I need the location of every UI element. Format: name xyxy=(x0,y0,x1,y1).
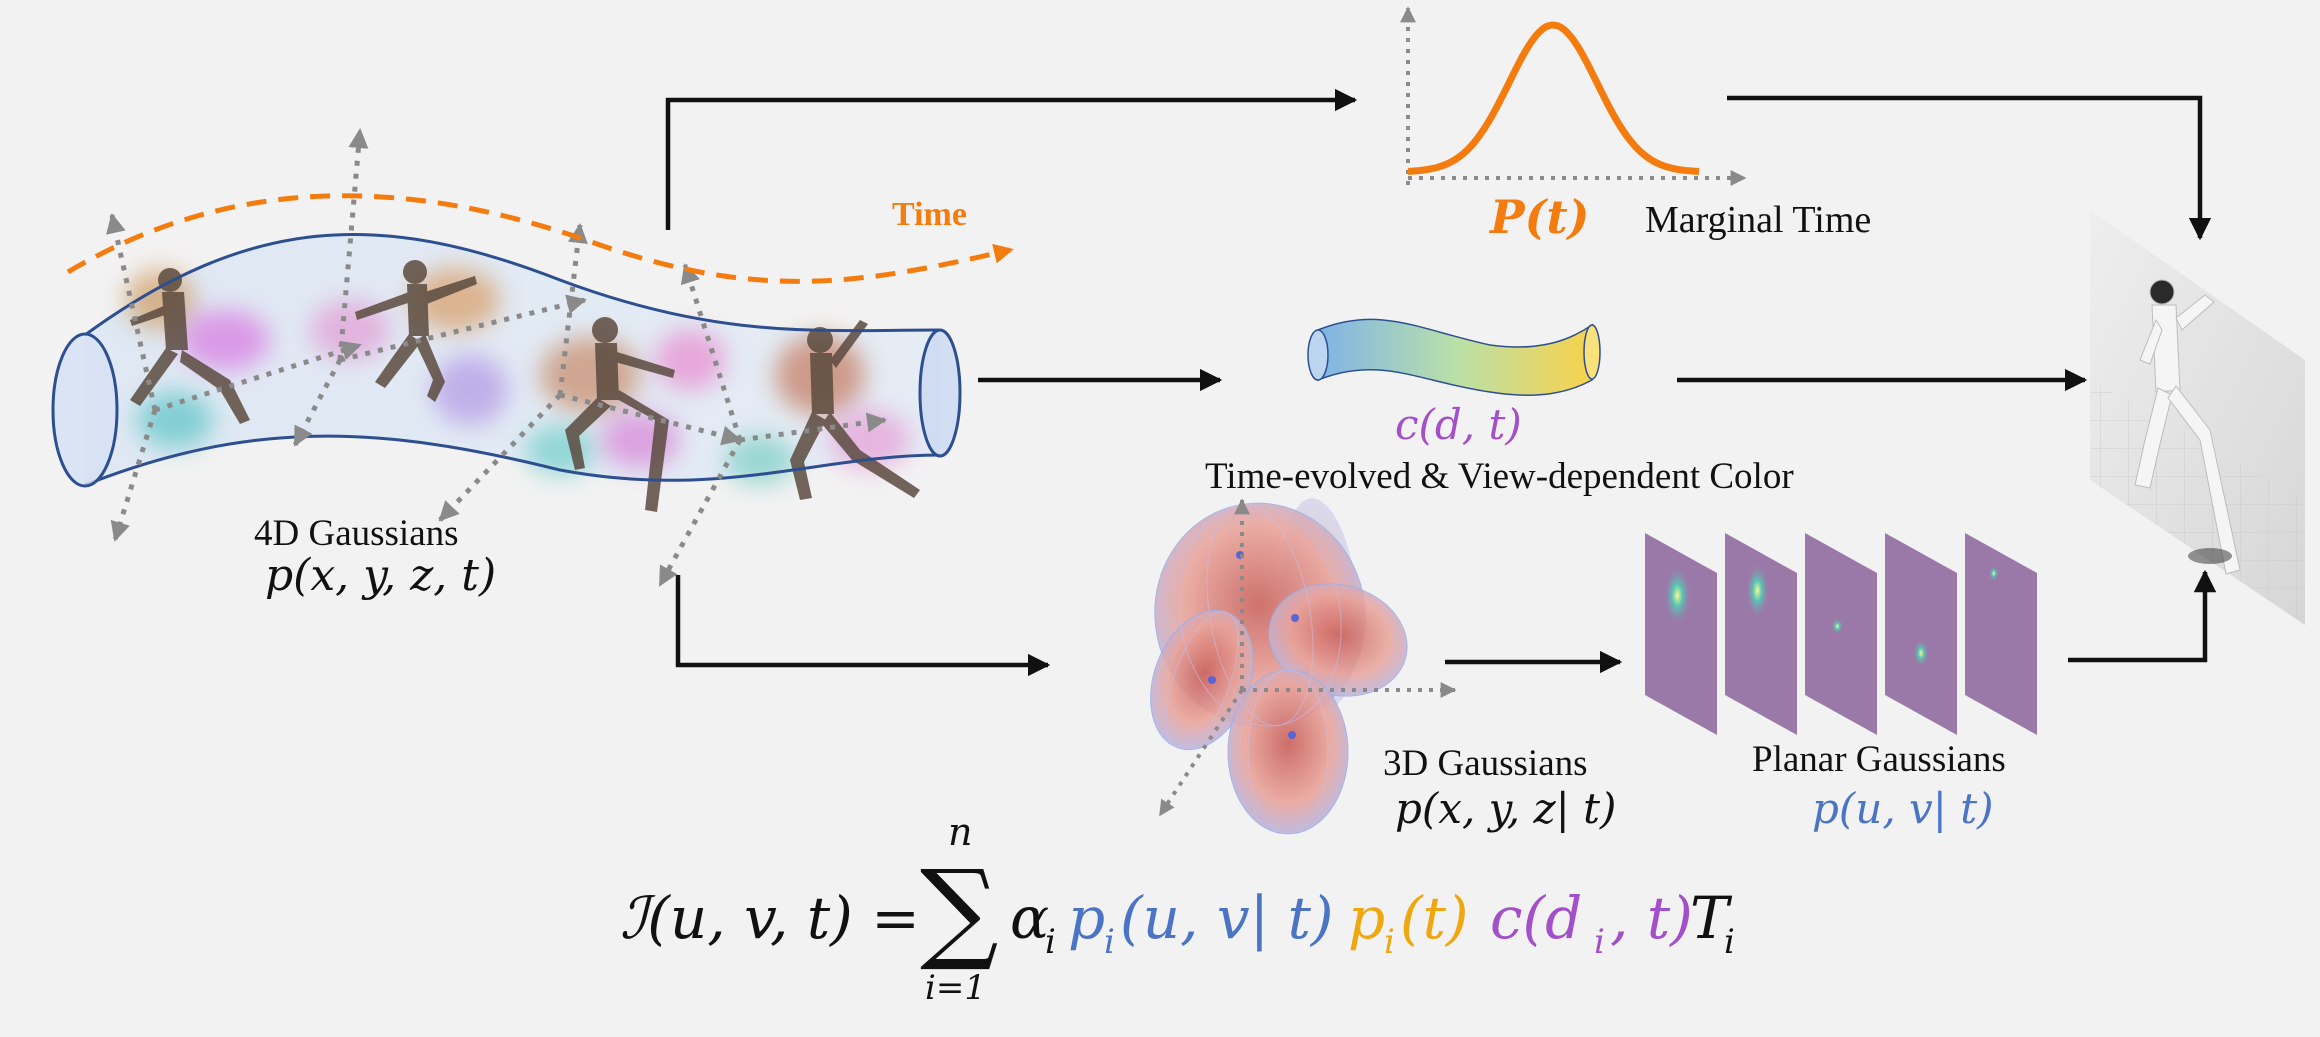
tube-4d xyxy=(51,233,962,512)
planar-gaussian-spot xyxy=(1831,618,1844,635)
gaussians-4d-label: 4D Gaussians xyxy=(254,513,459,554)
time-arrow xyxy=(66,193,1014,284)
planar-panel xyxy=(1805,533,1877,735)
rendered-image xyxy=(2090,210,2305,625)
ellipsoids-3d xyxy=(1150,498,1457,835)
gaussians-4d-function: p(x, y, z, t) xyxy=(265,550,497,601)
formula-sum-bottom: i=1 xyxy=(925,968,986,1008)
flow-arrows xyxy=(665,88,2217,677)
formula-T: T xyxy=(1690,884,1729,952)
marginal-time-function: P(t) xyxy=(1490,190,1590,244)
tube-dotted-axes xyxy=(106,128,887,587)
arrow-to-3d-gaussians xyxy=(675,575,1051,677)
planar-panel xyxy=(1645,533,1717,735)
gaussians-3d-function: p(x, y, z| t) xyxy=(1395,784,1617,833)
formula-p-t-args: (t) xyxy=(1400,884,1469,952)
planar-panel xyxy=(1965,533,2037,735)
planar-gaussian-spot xyxy=(1745,562,1770,619)
formula-c-close: , t) xyxy=(1610,884,1693,952)
planar-gaussian-spot xyxy=(1663,565,1692,626)
formula-p-uv: p xyxy=(1068,884,1106,952)
formula-p-uv-sub: i xyxy=(1104,922,1115,962)
formula-alpha: α xyxy=(1010,884,1050,952)
arrow-planar-to-render xyxy=(2068,569,2217,663)
planar-panel xyxy=(1725,533,1797,735)
planar-gaussian-spot xyxy=(1913,639,1929,668)
marginal-time-curve xyxy=(1407,21,1700,175)
formula-T-sub: i xyxy=(1724,922,1735,962)
formula-alpha-sub: i xyxy=(1045,922,1056,962)
arrow-to-marginal-time xyxy=(665,88,1358,230)
gaussians-3d-label: 3D Gaussians xyxy=(1383,743,1588,784)
formula-c-sub: i xyxy=(1594,922,1605,962)
planar-gaussians-function: p(u, v| t) xyxy=(1812,784,1994,833)
rendered-runner xyxy=(2134,279,2241,575)
rendering-formula: ℐ(u, v, t) = n ∑ i=1 α i p i (u, v| t) p… xyxy=(620,810,1735,1020)
time-label: Time xyxy=(892,196,967,233)
formula-c-open: c(d xyxy=(1490,884,1583,952)
tube-left-cap xyxy=(51,332,119,488)
formula-sum-top: n xyxy=(948,810,973,854)
formula-p-uv-args: (u, v| t) xyxy=(1120,884,1334,952)
tube-right-cap xyxy=(918,328,962,458)
color-function: c(d, t) xyxy=(1395,400,1522,449)
formula-sum-sign: ∑ xyxy=(920,846,999,974)
planar-panel xyxy=(1885,533,1957,735)
color-description: Time-evolved & View-dependent Color xyxy=(1205,456,1794,497)
arrow-time-to-render xyxy=(1727,95,2212,241)
planar-gaussians-label: Planar Gaussians xyxy=(1752,739,2006,780)
formula-p-t-sub: i xyxy=(1384,922,1395,962)
planar-gaussian-spot xyxy=(1988,565,1999,582)
planar-panels xyxy=(1645,533,2037,735)
marginal-time-plot xyxy=(1400,6,1747,186)
color-mini-tube xyxy=(1307,318,1601,396)
formula-lhs: ℐ(u, v, t) = xyxy=(620,884,920,952)
formula-p-t: p xyxy=(1348,884,1386,952)
marginal-time-label: Marginal Time xyxy=(1645,199,1872,241)
